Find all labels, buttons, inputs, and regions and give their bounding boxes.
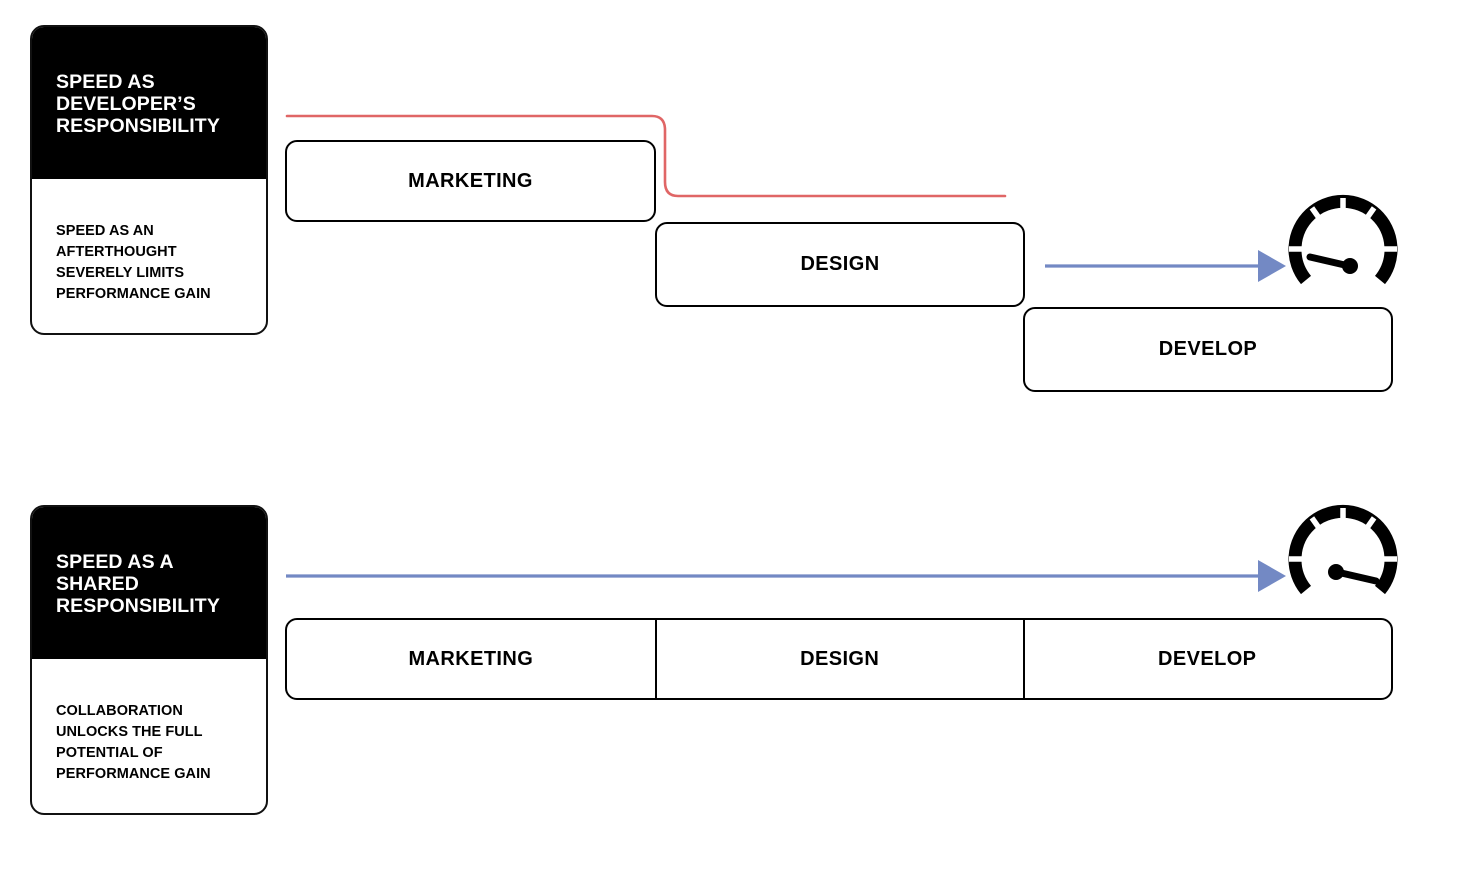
gauge-ticks: [1289, 508, 1397, 562]
label-card-body: COLLABORATION UNLOCKS THE FULL POTENTIAL…: [32, 659, 266, 786]
speedometer-high-icon: [1288, 504, 1398, 595]
stage-segment-design-parallel[interactable]: DESIGN: [654, 620, 1023, 698]
label-card-heading-text: SPEED AS A SHARED RESPONSIBILITY: [56, 551, 220, 618]
stage-box-label: DEVELOP: [1158, 338, 1258, 360]
stage-box-design-sequential[interactable]: DESIGN: [655, 222, 1025, 307]
stage-box-develop-sequential[interactable]: DEVELOP: [1023, 307, 1393, 392]
stage-segment-develop-parallel[interactable]: DEVELOP: [1022, 620, 1390, 698]
gauge-needle: [1328, 564, 1380, 585]
speed-arrow-head: [1258, 250, 1286, 282]
label-card-shared-responsibility: SPEED AS A SHARED RESPONSIBILITY COLLABO…: [30, 505, 268, 815]
stage-box-label: MARKETING: [408, 169, 533, 192]
stage-bar-parallel: MARKETING DESIGN DEVELOP: [285, 618, 1393, 700]
label-card-heading-text: SPEED AS DEVELOPER’S RESPONSIBILITY: [56, 71, 220, 138]
gauge-needle: [1306, 253, 1358, 274]
speed-arrow-parallel: [286, 560, 1286, 592]
label-card-developer-responsibility: SPEED AS DEVELOPER’S RESPONSIBILITY SPEE…: [30, 25, 268, 335]
speed-arrow-sequential: [1045, 250, 1286, 282]
stage-segment-marketing-parallel[interactable]: MARKETING: [287, 620, 655, 698]
label-card-header: SPEED AS DEVELOPER’S RESPONSIBILITY: [32, 27, 266, 179]
gauge-arc: [1288, 194, 1398, 285]
stage-box-label: DESIGN: [800, 253, 880, 275]
stage-segment-label: DESIGN: [800, 647, 880, 670]
stage-box-marketing-sequential[interactable]: MARKETING: [285, 140, 656, 222]
label-card-body-text: COLLABORATION UNLOCKS THE FULL POTENTIAL…: [56, 703, 211, 783]
label-card-header: SPEED AS A SHARED RESPONSIBILITY: [32, 507, 266, 659]
label-card-body: SPEED AS AN AFTERTHOUGHT SEVERELY LIMITS…: [32, 179, 266, 306]
stage-segment-label: MARKETING: [408, 647, 534, 670]
stage-segment-label: DEVELOP: [1158, 647, 1257, 670]
gauge-ticks: [1289, 198, 1397, 252]
speedometer-low-icon: [1288, 194, 1398, 285]
gauge-arc: [1288, 504, 1398, 595]
label-card-body-text: SPEED AS AN AFTERTHOUGHT SEVERELY LIMITS…: [56, 223, 211, 303]
speed-arrow-head: [1258, 560, 1286, 592]
